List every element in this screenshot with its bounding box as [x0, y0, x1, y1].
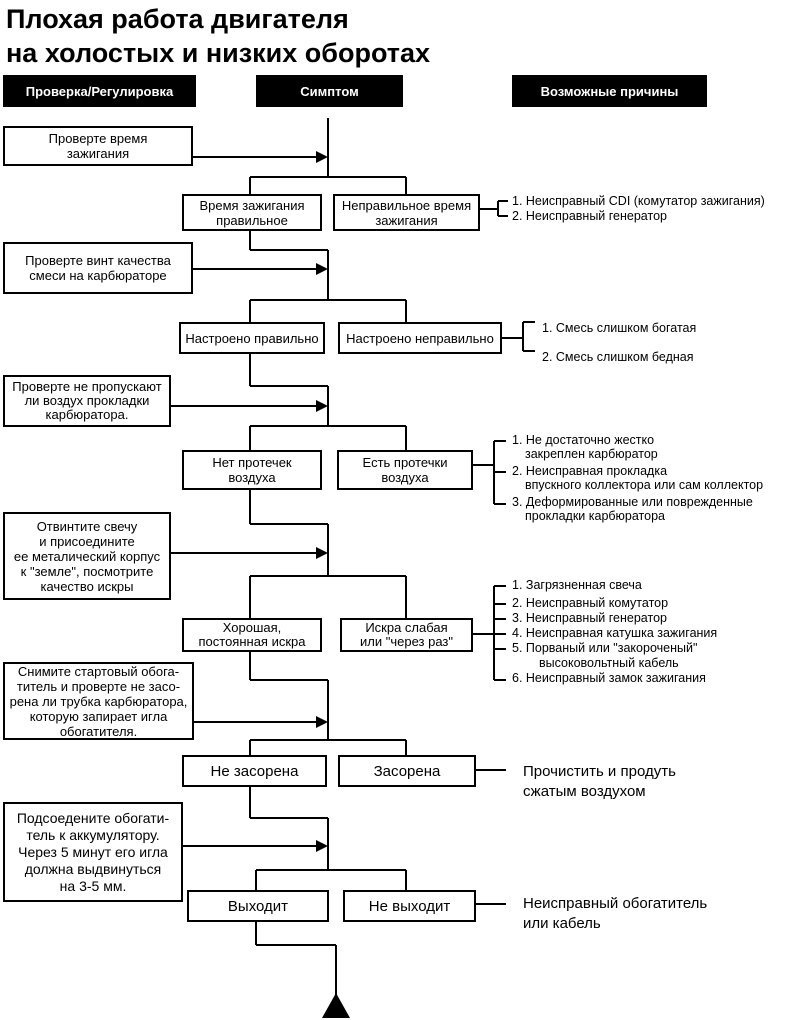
- check-choke-battery-line-4: должна выдвинуться: [24, 860, 162, 877]
- cause-item: 2. Смесь слишком бедная: [542, 350, 694, 364]
- cause-item: 1. Неисправный CDI (комутатор зажигания): [512, 194, 765, 208]
- remedy-clean-blow-line-2: сжатым воздухом: [523, 783, 646, 800]
- causes-spark: 1. Загрязненная свеча 2. Неисправный ком…: [512, 578, 717, 686]
- cause-item: 2. Неисправный комутатор: [512, 596, 669, 610]
- check-choke-battery-line-5: на 3-5 мм.: [59, 877, 127, 894]
- symptom-timing-correct-line-2: правильное: [216, 212, 288, 228]
- cause-item: 1. Смесь слишком богатая: [542, 321, 697, 335]
- check-choke-battery-line-1: Подсоедените обогати-: [16, 809, 170, 826]
- cause-item: 5. Порваный или "закороченый": [512, 641, 698, 655]
- symptom-timing-incorrect-line-2: зажигания: [375, 212, 438, 228]
- cause-item: 3. Неисправный генератор: [512, 611, 667, 625]
- title-line-1: Плохая работа двигателя: [6, 4, 349, 34]
- symptom-adjusted-correct-label: Настроено правильно: [185, 330, 319, 346]
- remedy-faulty-choke: Неисправный обогатитель или кабель: [523, 894, 707, 934]
- remedy-faulty-choke-line-1: Неисправный обогатитель: [523, 895, 708, 912]
- title-line-2: на холостых и низких оборотах: [6, 38, 431, 68]
- check-choke-tube-line-4: которую запирает игла: [29, 708, 168, 724]
- check-choke-tube-line-1: Снимите стартовый обога-: [17, 663, 180, 679]
- check-ignition-timing: Проверте время зажигания: [3, 126, 193, 166]
- remedy-clean-blow-line-1: Прочистить и продуть: [523, 763, 676, 780]
- check-spark: Отвинтите свечу и присоедините ее метали…: [3, 512, 171, 600]
- check-mixture-screw-line-1: Проверте винт качества: [25, 253, 171, 268]
- symptom-adjusted-incorrect-label: Настроено неправильно: [346, 330, 494, 346]
- check-choke-tube-line-5: обогатителя.: [59, 723, 138, 739]
- header-causes: Возможные причины: [512, 75, 707, 107]
- check-spark-line-3: ее металический корпус: [13, 548, 161, 564]
- causes-timing: 1. Неисправный CDI (комутатор зажигания)…: [512, 194, 765, 224]
- header-symptom: Симптом: [256, 75, 403, 107]
- symptom-timing-correct-line-1: Время зажигания: [199, 197, 305, 213]
- check-mixture-screw-line-2: смеси на карбюраторе: [29, 268, 167, 283]
- cause-item: 1. Загрязненная свеча: [512, 578, 642, 592]
- symptom-air-leaks-line-1: Есть протечки: [362, 455, 448, 470]
- causes-air-leaks: 1. Не достаточно жестко закреплен карбюр…: [512, 433, 763, 523]
- check-choke-battery-line-3: Через 5 минут его игла: [18, 843, 168, 860]
- cause-item-cont: высоковольтный кабель: [539, 656, 679, 670]
- check-carb-gaskets: Проверте не пропускают ли воздух проклад…: [3, 375, 171, 427]
- cause-item-cont: закреплен карбюратор: [525, 447, 658, 461]
- causes-mixture: 1. Смесь слишком богатая 2. Смесь слишко…: [542, 314, 696, 372]
- check-choke-battery: Подсоедените обогати- тель к аккумулятор…: [3, 802, 183, 902]
- symptom-not-clogged-label: Не засорена: [210, 762, 299, 780]
- check-spark-line-4: к "земле", посмотрите: [20, 563, 154, 579]
- symptom-weak-spark: Искра слабая или "через раз": [340, 618, 473, 652]
- symptom-clogged-label: Засорена: [373, 762, 441, 780]
- check-carb-gaskets-line-2: ли воздух прокладки: [24, 393, 150, 408]
- symptom-no-air-leaks: Нет протечек воздуха: [182, 450, 322, 490]
- remedy-clean-blow: Прочистить и продуть сжатым воздухом: [523, 762, 676, 802]
- check-ignition-timing-line-1: Проверте время: [48, 131, 148, 146]
- symptom-weak-spark-line-1: Искра слабая: [365, 620, 448, 635]
- check-spark-line-1: Отвинтите свечу: [36, 518, 138, 534]
- symptom-not-extends-label: Не выходит: [368, 897, 451, 915]
- symptom-good-spark-line-2: постоянная искра: [198, 634, 306, 649]
- symptom-no-air-leaks-line-1: Нет протечек: [212, 455, 292, 470]
- cause-item: 1. Не достаточно жестко: [512, 433, 655, 447]
- symptom-good-spark: Хорошая, постоянная искра: [182, 618, 322, 652]
- symptom-timing-correct: Время зажигания правильное: [182, 194, 322, 231]
- check-spark-line-2: и присоедините: [39, 533, 135, 549]
- symptom-no-air-leaks-line-2: воздуха: [228, 470, 276, 485]
- symptom-good-spark-line-1: Хорошая,: [222, 620, 282, 635]
- check-choke-tube: Снимите стартовый обога- титель и провер…: [3, 662, 194, 740]
- symptom-timing-incorrect-line-1: Неправильное время: [341, 197, 472, 213]
- check-choke-tube-line-3: рена ли трубка карбюратора,: [9, 693, 188, 709]
- header-check: Проверка/Регулировка: [3, 75, 196, 107]
- symptom-not-extends: Не выходит: [343, 890, 476, 922]
- cause-item: 2. Неисправная прокладка: [512, 464, 668, 478]
- symptom-adjusted-correct: Настроено правильно: [179, 322, 325, 354]
- symptom-extends: Выходит: [187, 890, 329, 922]
- check-carb-gaskets-line-1: Проверте не пропускают: [12, 379, 162, 394]
- cause-item: 3. Деформированные или поврежденные: [512, 495, 753, 509]
- symptom-not-clogged: Не засорена: [182, 755, 327, 787]
- check-choke-tube-line-2: титель и проверте не засо-: [16, 678, 181, 694]
- symptom-air-leaks-line-2: воздуха: [381, 470, 429, 485]
- check-spark-line-5: качество искры: [40, 578, 134, 594]
- cause-item-cont: впускного коллектора или сам коллектор: [525, 478, 764, 492]
- cause-item: 2. Неисправный генератор: [512, 209, 667, 223]
- check-ignition-timing-line-2: зажигания: [66, 146, 130, 161]
- check-choke-battery-line-2: тель к аккумулятору.: [26, 826, 160, 843]
- symptom-timing-incorrect: Неправильное время зажигания: [333, 194, 480, 231]
- cause-item: 4. Неисправная катушка зажигания: [512, 626, 718, 640]
- symptom-adjusted-incorrect: Настроено неправильно: [338, 322, 502, 354]
- cause-item: 6. Неисправный замок зажигания: [512, 671, 706, 685]
- remedy-faulty-choke-line-2: или кабель: [523, 915, 601, 932]
- page-title: Плохая работа двигателя на холостых и ни…: [6, 2, 430, 70]
- symptom-weak-spark-line-2: или "через раз": [360, 634, 453, 649]
- symptom-clogged: Засорена: [338, 755, 476, 787]
- cause-item-cont: прокладки карбюратора: [525, 509, 665, 523]
- symptom-air-leaks: Есть протечки воздуха: [337, 450, 473, 490]
- symptom-extends-label: Выходит: [227, 897, 289, 915]
- check-mixture-screw: Проверте винт качества смеси на карбюрат…: [3, 242, 193, 294]
- check-carb-gaskets-line-3: карбюратора.: [45, 407, 129, 422]
